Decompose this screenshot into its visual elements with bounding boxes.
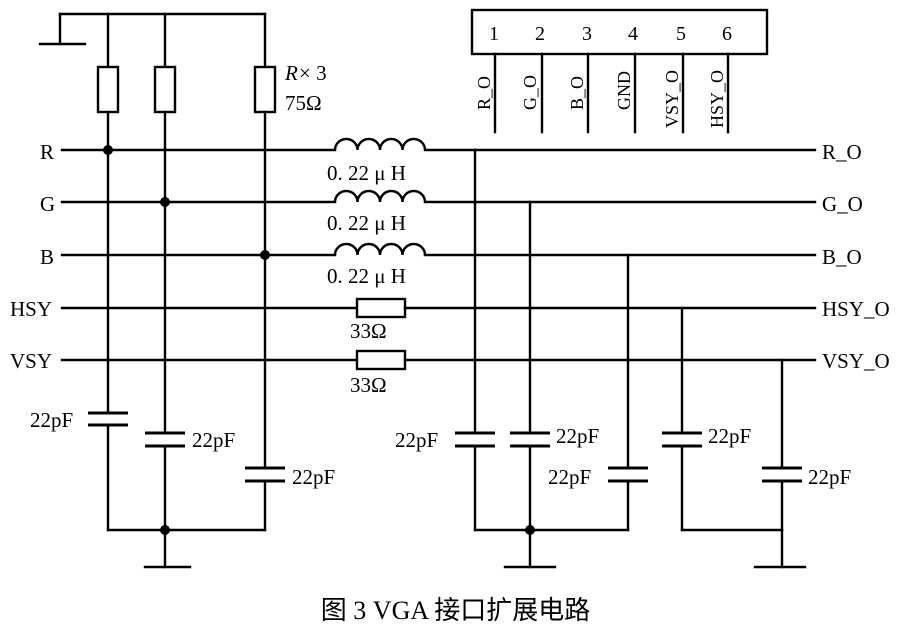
resistor-note-value: 75Ω xyxy=(285,91,322,115)
series-resistor-vsy xyxy=(355,349,407,371)
output-label-vsy: VSY_O xyxy=(822,349,890,373)
capacitor-right-vsy xyxy=(762,358,802,532)
output-label-r: R_O xyxy=(822,140,862,164)
connector-pin-number: 4 xyxy=(628,23,638,45)
right-ground-symbol-2 xyxy=(753,528,807,569)
termination-resistor-r xyxy=(96,12,120,152)
connector-signal-label: R_O xyxy=(474,76,494,110)
input-label-b: B xyxy=(40,245,54,269)
line-hsy xyxy=(60,297,817,319)
connector-pin-number: 5 xyxy=(676,23,686,45)
termination-resistor-b xyxy=(253,12,277,257)
top-ground-symbol xyxy=(38,12,87,46)
junction-dot xyxy=(260,250,270,260)
line-vsy xyxy=(60,349,817,371)
inductor-label-b: 0. 22 μ H xyxy=(327,264,406,288)
capacitor-right-g xyxy=(510,200,550,532)
capacitor-label-3: 22pF xyxy=(292,465,335,489)
input-label-vsy: VSY xyxy=(10,349,52,373)
connector-signal-label: VSY_O xyxy=(662,70,682,128)
right-ground-symbol-1 xyxy=(503,528,557,569)
capacitor-right-b xyxy=(608,253,648,532)
junction-dot xyxy=(160,197,170,207)
line-r xyxy=(60,137,817,152)
series-resistor-hsy xyxy=(355,297,407,319)
connector-signal-label: HSY_O xyxy=(707,70,727,128)
capacitor-label-4: 22pF xyxy=(395,428,438,452)
capacitor-label-1: 22pF xyxy=(30,408,73,432)
capacitor-right-r xyxy=(455,148,495,532)
connector-signal-label: B_O xyxy=(567,76,587,110)
line-g xyxy=(60,189,817,204)
junction-dot xyxy=(160,525,170,535)
inductor-b xyxy=(333,242,427,256)
capacitor-label-7: 22pF xyxy=(708,424,751,448)
connector-pin-number: 1 xyxy=(489,23,499,45)
connector-signal-label: G_O xyxy=(520,75,540,110)
capacitor-label-6: 22pF xyxy=(548,465,591,489)
inductor-label-r: 0. 22 μ H xyxy=(327,161,406,185)
resistor-note-r: R xyxy=(284,61,298,85)
line-b xyxy=(60,242,817,257)
connector-signal-label: GND xyxy=(614,71,634,110)
termination-resistor-g xyxy=(153,12,177,204)
capacitor-label-8: 22pF xyxy=(808,465,851,489)
connector-pin-number: 2 xyxy=(535,23,545,45)
junction-dot xyxy=(525,525,535,535)
connector-pin-number: 3 xyxy=(582,23,592,45)
figure-caption: 图 3 VGA 接口扩展电路 xyxy=(320,596,591,625)
input-label-g: G xyxy=(40,192,55,216)
output-label-hsy: HSY_O xyxy=(822,297,890,321)
connector-pin-number: 6 xyxy=(722,23,732,45)
output-label-b: B_O xyxy=(822,245,862,269)
inductor-label-g: 0. 22 μ H xyxy=(327,211,406,235)
capacitor-label-5: 22pF xyxy=(556,424,599,448)
junction-dot xyxy=(103,145,113,155)
left-ground-symbol xyxy=(143,528,192,569)
inductor-r xyxy=(333,137,427,151)
capacitor-label-2: 22pF xyxy=(192,428,235,452)
resistor-note-times: × 3 xyxy=(299,61,327,85)
input-label-r: R xyxy=(40,140,54,164)
series-resistor-label-vsy: 33Ω xyxy=(350,373,387,397)
capacitor-right-hsy xyxy=(662,306,702,532)
capacitor-left-3 xyxy=(245,253,285,532)
capacitor-left-1 xyxy=(88,148,128,532)
connector-block xyxy=(470,8,769,134)
output-label-g: G_O xyxy=(822,192,863,216)
series-resistor-label-hsy: 33Ω xyxy=(350,319,387,343)
input-label-hsy: HSY xyxy=(10,297,52,321)
capacitor-left-2 xyxy=(145,200,185,532)
inductor-g xyxy=(333,189,427,203)
